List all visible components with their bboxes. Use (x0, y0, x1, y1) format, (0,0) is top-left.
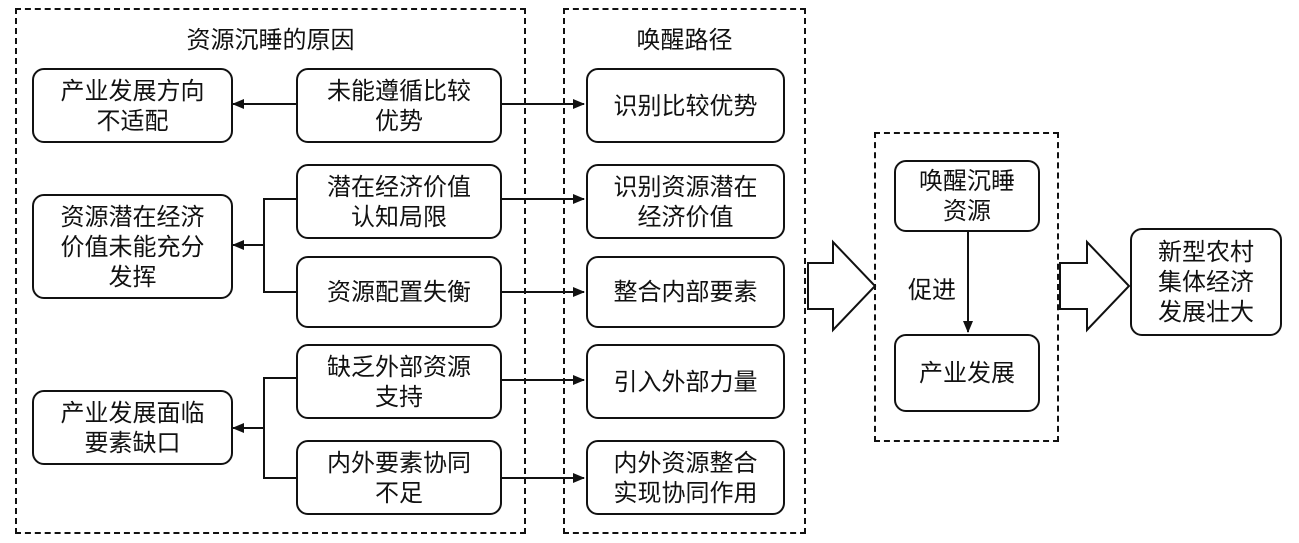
box-factor-gap: 产业发展面临要素缺口 (32, 390, 233, 465)
big-arrow-paths-to-outcome (807, 239, 877, 333)
bracket-potential-value (263, 198, 296, 293)
causes-group-title: 资源沉睡的原因 (186, 26, 355, 54)
box-industry-direction: 产业发展方向不适配 (32, 68, 233, 143)
paths-group (563, 8, 806, 534)
box-integrate-internal: 整合内部要素 (586, 256, 785, 328)
big-arrow-outcome-to-final (1059, 239, 1131, 333)
box-final-outcome: 新型农村集体经济发展壮大 (1130, 228, 1282, 336)
bracket-factor-gap (263, 377, 296, 479)
paths-group-title: 唤醒路径 (636, 26, 733, 54)
box-industry-development: 产业发展 (894, 334, 1040, 412)
promote-label: 促进 (908, 276, 956, 304)
box-potential-value: 资源潜在经济价值未能充分发挥 (32, 194, 233, 299)
box-identify-value: 识别资源潜在经济价值 (586, 164, 785, 239)
box-comparative-advantage: 未能遵循比较优势 (296, 68, 502, 143)
box-external-support: 缺乏外部资源支持 (296, 344, 502, 419)
box-integrate-synergy: 内外资源整合实现协同作用 (586, 440, 785, 515)
box-synergy-lacking: 内外要素协同不足 (296, 440, 502, 515)
box-allocation-imbalance: 资源配置失衡 (296, 256, 502, 328)
causes-group (15, 8, 526, 534)
box-wake-resources: 唤醒沉睡资源 (894, 160, 1040, 232)
box-introduce-external: 引入外部力量 (586, 344, 785, 419)
box-cognition-limit: 潜在经济价值认知局限 (296, 164, 502, 239)
box-identify-advantage: 识别比较优势 (586, 68, 785, 143)
